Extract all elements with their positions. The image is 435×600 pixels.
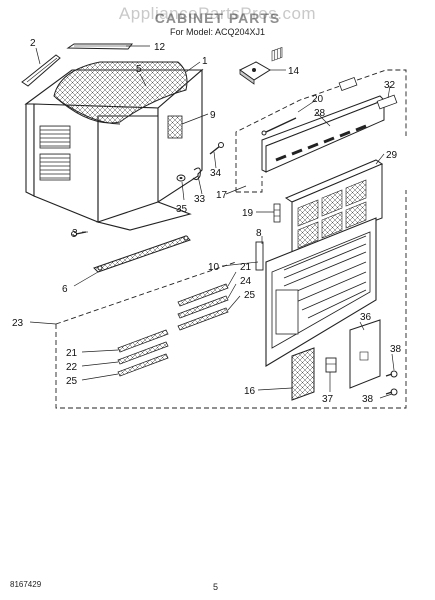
part-34-screw	[209, 142, 224, 155]
callout-5: 5	[136, 64, 142, 75]
part-32-switch	[376, 94, 398, 110]
callout-29: 29	[386, 150, 398, 161]
callout-10: 10	[208, 262, 220, 273]
callout-14: 14	[288, 66, 300, 77]
callout-20: 20	[312, 94, 324, 105]
part-37-knob	[325, 357, 337, 373]
callout-38-upper: 38	[390, 344, 402, 355]
callout-32: 32	[384, 80, 396, 91]
callout-34: 34	[210, 168, 222, 179]
part-2-rail	[21, 54, 61, 87]
callout-6: 6	[62, 284, 68, 295]
part-5-basin	[53, 61, 188, 125]
callout-25-upper: 25	[244, 290, 256, 301]
callout-38-lower: 38	[362, 394, 374, 405]
callout-35: 35	[176, 204, 188, 215]
part-16-filter	[291, 347, 315, 401]
diagram-title: CABINET PARTS	[154, 10, 281, 26]
callout-36: 36	[360, 312, 372, 323]
part-8-bracket	[255, 241, 264, 271]
part-12-rail	[66, 43, 134, 50]
callout-labels: 2 12 1 5 9 14 20 28 32 34 17 33 35 29 3 …	[12, 38, 402, 405]
part-6-bar	[93, 235, 191, 273]
callout-37: 37	[322, 394, 334, 405]
callout-21-upper: 21	[240, 262, 252, 273]
watermark-text: AppliancePartsPros.com	[118, 4, 317, 23]
model-subtitle: For Model: ACQ204XJ1	[169, 27, 266, 37]
callout-23: 23	[12, 318, 24, 329]
document-number: 8167429	[10, 580, 42, 589]
callout-2: 2	[30, 38, 36, 49]
callout-28: 28	[314, 108, 326, 119]
callout-25-lower: 25	[66, 376, 78, 387]
part-33-clip	[192, 167, 201, 181]
callout-9: 9	[210, 110, 216, 121]
part-19-clip	[273, 203, 281, 223]
side-louvers	[39, 125, 71, 181]
part-3-screw	[71, 231, 87, 237]
callout-22: 22	[66, 362, 78, 373]
front-grille-boundary	[55, 190, 407, 409]
louver-rails-upper	[177, 283, 229, 331]
callout-19: 19	[242, 208, 254, 219]
part-28-control-panel	[261, 46, 385, 173]
part-14-bracket	[239, 61, 271, 85]
control-knob-top	[338, 76, 358, 92]
part-20-rod	[261, 117, 297, 136]
part-9-gasket	[167, 115, 183, 139]
callout-24: 24	[240, 276, 252, 287]
part-38-screw-b	[385, 388, 398, 396]
callout-16: 16	[244, 386, 256, 397]
callout-12: 12	[154, 42, 166, 53]
part-35-washer	[176, 174, 186, 182]
part-38-screw-a	[385, 370, 398, 378]
part-36-panel	[349, 319, 381, 389]
callout-17: 17	[216, 190, 228, 201]
callout-1: 1	[202, 56, 208, 67]
front-grille	[265, 217, 377, 367]
page-number: 5	[213, 582, 219, 592]
louver-rails-lower	[117, 329, 169, 377]
part-29-filter	[284, 159, 384, 253]
callout-3: 3	[72, 228, 78, 239]
callout-33: 33	[194, 194, 206, 205]
callout-8: 8	[256, 228, 262, 239]
leader-lines	[29, 45, 395, 399]
callout-21-lower: 21	[66, 348, 78, 359]
